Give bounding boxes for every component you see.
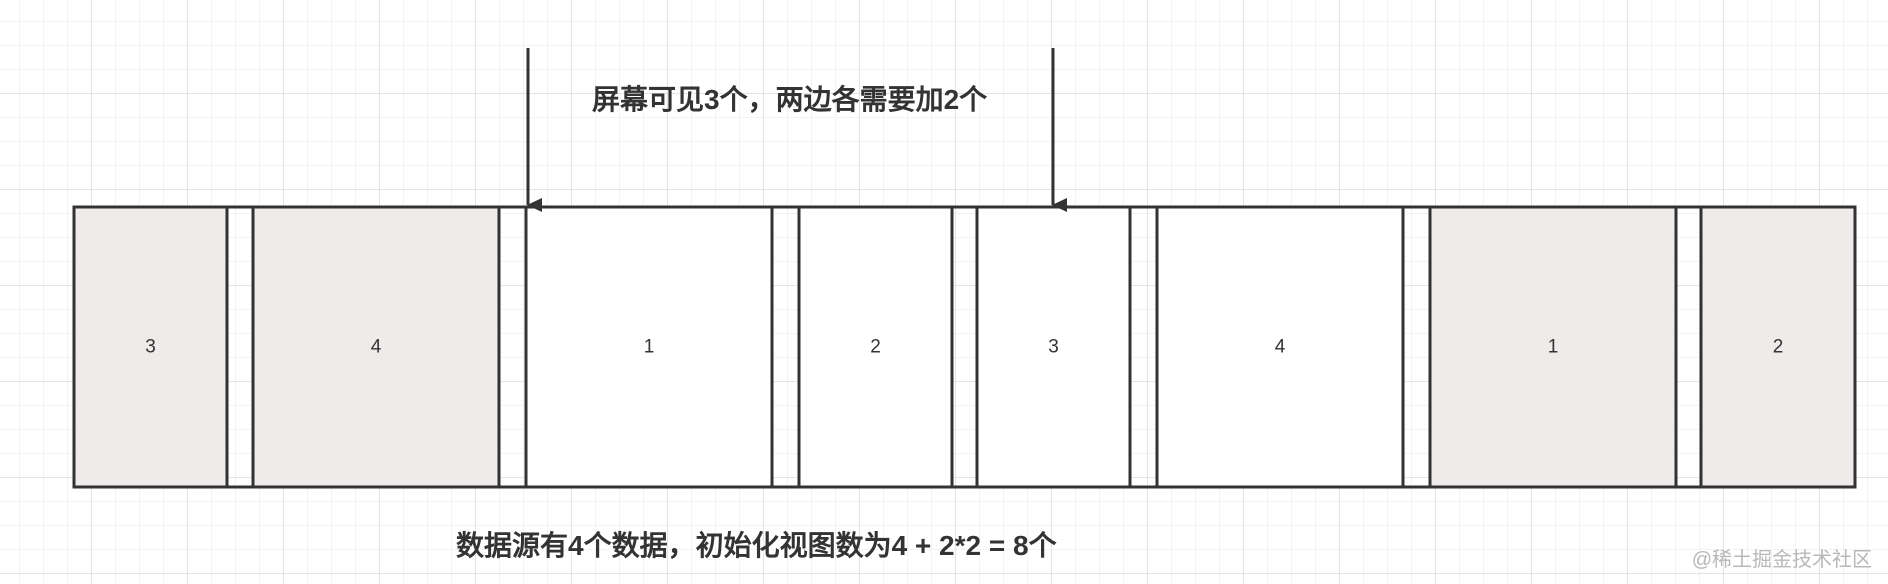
cell-label-4: 2: [870, 337, 881, 358]
padding-cell-7: [1428, 205, 1678, 489]
cell-label-5: 3: [1048, 337, 1059, 358]
cell-label-3: 1: [644, 337, 655, 358]
view-count-annotation: 数据源有4个数据，初始化视图数为4 + 2*2 = 8个: [456, 530, 1057, 561]
visible-count-annotation: 屏幕可见3个，两边各需要加2个: [592, 84, 988, 115]
cells-row: 3 4 1 2 3 4 1 2: [72, 205, 1857, 489]
padding-cell-8: [1699, 205, 1857, 489]
cell-label-7: 1: [1548, 337, 1559, 358]
cell-label-6: 4: [1275, 337, 1286, 358]
cell-label-8: 2: [1773, 337, 1784, 358]
padding-cell-2: [251, 205, 501, 489]
cell-label-2: 4: [371, 337, 382, 358]
watermark: @稀土掘金技术社区: [1691, 549, 1872, 571]
padding-cell-1: [72, 205, 229, 489]
data-cell-4: [797, 205, 954, 489]
data-cell-6: [1155, 205, 1405, 489]
data-cell-3: [524, 205, 774, 489]
data-cell-5: [975, 205, 1132, 489]
cell-label-1: 3: [145, 337, 156, 358]
